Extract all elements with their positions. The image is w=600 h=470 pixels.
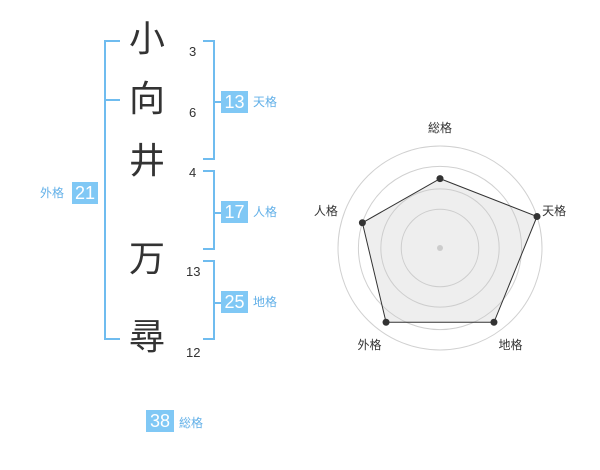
radar-ring: [357, 165, 523, 331]
radar-point: [382, 318, 390, 326]
chikaku-badge: 25: [221, 291, 248, 313]
tenkaku-label: 天格: [253, 95, 278, 109]
name-char-2: 向: [128, 79, 165, 120]
jinkaku-label: 人格: [253, 205, 278, 219]
name-char-5: 尋: [128, 317, 165, 358]
stroke-count-4: 13: [186, 264, 201, 279]
radar-ring: [400, 208, 480, 288]
radar-axis-label: 天格: [542, 203, 566, 218]
stroke-count-3: 4: [189, 165, 197, 180]
name-char-4: 万: [128, 239, 165, 280]
radar-points: [358, 175, 541, 326]
radar-axis-label: 総格: [428, 120, 452, 135]
radar-center-dot: [437, 245, 443, 251]
soukaku-badge: 38: [146, 410, 174, 432]
stroke-count-1: 3: [189, 44, 197, 59]
tenkaku-badge: 13: [221, 91, 248, 113]
radar-axis-label: 人格: [314, 203, 338, 218]
gaikaku-label: 外格: [40, 186, 65, 200]
soukaku-label: 総格: [179, 416, 204, 430]
radar-point: [490, 318, 498, 326]
name-char-1: 小: [128, 19, 165, 60]
chikaku-label: 地格: [253, 295, 278, 309]
radar-axis-label: 地格: [499, 337, 523, 352]
stroke-count-5: 12: [186, 345, 201, 360]
radar-axis-label: 外格: [357, 337, 381, 352]
radar-ring: [380, 188, 500, 308]
radar-point: [533, 212, 541, 220]
gaikaku-badge: 21: [72, 182, 98, 204]
stroke-count-2: 6: [189, 105, 197, 120]
jinkaku-badge: 17: [221, 201, 248, 223]
name-char-3: 井: [128, 141, 165, 182]
radar-area: [361, 178, 538, 323]
radar-point: [358, 219, 366, 227]
radar-point: [436, 175, 444, 183]
